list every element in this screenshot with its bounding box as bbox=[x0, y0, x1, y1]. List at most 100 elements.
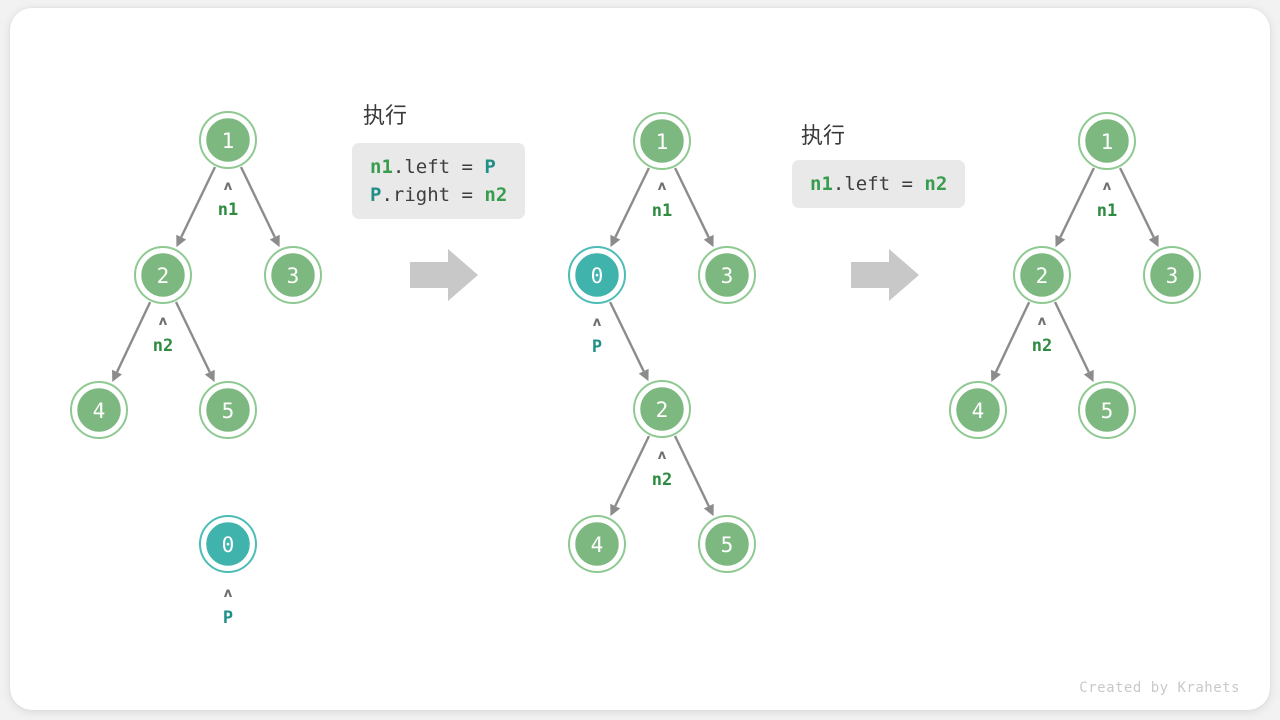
step-2-heading: 执行 bbox=[363, 104, 408, 129]
pointer-label: n2 bbox=[1032, 336, 1052, 356]
pointer-caret: ʌ bbox=[658, 179, 667, 194]
tree-node-ring bbox=[1143, 246, 1201, 304]
pointer-caret: ʌ bbox=[224, 586, 233, 601]
tree-edge bbox=[673, 435, 710, 507]
tree-node-value: 5 bbox=[222, 399, 235, 423]
tree-node-value: 1 bbox=[656, 130, 669, 154]
pointer-label: n2 bbox=[652, 470, 672, 490]
pointer-label: P bbox=[592, 337, 602, 357]
tree-edge-arrowhead bbox=[610, 503, 621, 517]
tree-edge-arrowhead bbox=[204, 369, 215, 383]
tree-node-ring bbox=[1078, 112, 1136, 170]
tree-edge-arrowhead bbox=[703, 234, 714, 248]
tree-node-value: 4 bbox=[591, 533, 604, 557]
tree-edge bbox=[115, 301, 152, 373]
tree-node-circle[interactable] bbox=[637, 384, 687, 434]
tree-node-value: 0 bbox=[222, 533, 235, 557]
code-token: .right = bbox=[381, 184, 485, 206]
tree-node-circle[interactable] bbox=[1082, 385, 1132, 435]
tree-node-value: 1 bbox=[222, 129, 235, 153]
tree-node-circle[interactable] bbox=[1082, 116, 1132, 166]
pointer-caret: ʌ bbox=[1038, 314, 1047, 329]
pointer-caret: ʌ bbox=[1103, 179, 1112, 194]
tree-node-circle[interactable] bbox=[74, 385, 124, 435]
tree-node-value: 0 bbox=[591, 264, 604, 288]
pointer-caret: ʌ bbox=[224, 179, 233, 194]
tree-node-value: 2 bbox=[656, 398, 669, 422]
tree-node-circle[interactable] bbox=[637, 116, 687, 166]
code-line: n1.left = n2 bbox=[810, 170, 947, 198]
tree-edge bbox=[614, 167, 650, 238]
arrow-2-icon bbox=[851, 249, 919, 301]
tree-edge bbox=[994, 301, 1031, 373]
tree-node-ring bbox=[568, 246, 626, 304]
tree-node-circle[interactable] bbox=[953, 385, 1003, 435]
code-token: n2 bbox=[924, 173, 948, 195]
tree-node-ring bbox=[568, 515, 626, 573]
tree-edge-arrowhead bbox=[991, 369, 1001, 382]
tree-edge-arrowhead bbox=[610, 234, 621, 248]
tree-node-circle[interactable] bbox=[203, 519, 253, 569]
tree-edge bbox=[180, 166, 217, 238]
pointer-label: P bbox=[223, 608, 233, 628]
tree-node-ring bbox=[949, 381, 1007, 439]
tree-edge-arrowhead bbox=[638, 368, 649, 382]
tree-node-circle[interactable] bbox=[572, 519, 622, 569]
code-token: n1 bbox=[370, 156, 393, 178]
tree-edge bbox=[1059, 167, 1095, 238]
tree-node-ring bbox=[70, 381, 128, 439]
tree-node-value: 3 bbox=[721, 264, 734, 288]
code-token: n1 bbox=[810, 173, 833, 195]
tree-node-ring bbox=[199, 111, 257, 169]
pointer-label: n2 bbox=[153, 336, 173, 356]
step-3-heading: 执行 bbox=[801, 124, 846, 149]
tree-edge-arrowhead bbox=[176, 234, 187, 248]
tree-node-circle[interactable] bbox=[268, 250, 318, 300]
tree-edge bbox=[1053, 301, 1090, 373]
tree-node-ring bbox=[698, 515, 756, 573]
arrow-1-icon bbox=[410, 249, 478, 301]
tree-node-circle[interactable] bbox=[203, 385, 253, 435]
code-line: n1.left = P bbox=[370, 153, 507, 181]
tree-node-value: 1 bbox=[1101, 130, 1114, 154]
tree-edge bbox=[614, 435, 651, 507]
tree-edge-arrowhead bbox=[1055, 234, 1066, 248]
pointer-caret: ʌ bbox=[159, 314, 168, 329]
tree-node-ring bbox=[633, 112, 691, 170]
tree-node-circle[interactable] bbox=[1017, 250, 1067, 300]
tree-node-value: 5 bbox=[1101, 399, 1114, 423]
tree-edge bbox=[609, 301, 645, 372]
tree-edge bbox=[174, 301, 211, 373]
tree-node-circle[interactable] bbox=[702, 519, 752, 569]
code-token: P bbox=[370, 184, 382, 206]
tree-node-ring bbox=[698, 246, 756, 304]
tree-node-circle[interactable] bbox=[138, 250, 188, 300]
pointer-label: n1 bbox=[652, 201, 672, 221]
tree-node-circle[interactable] bbox=[203, 115, 253, 165]
tree-node-value: 3 bbox=[1166, 264, 1179, 288]
tree-node-value: 5 bbox=[721, 533, 734, 557]
tree-node-ring bbox=[134, 246, 192, 304]
tree-node-circle[interactable] bbox=[702, 250, 752, 300]
code-token: n2 bbox=[484, 184, 508, 206]
tree-node-ring bbox=[1078, 381, 1136, 439]
pointer-caret: ʌ bbox=[658, 448, 667, 463]
code-token: .left = bbox=[832, 173, 925, 195]
tree-node-ring bbox=[199, 381, 257, 439]
tree-node-value: 2 bbox=[157, 264, 170, 288]
pointer-label: n1 bbox=[218, 200, 238, 220]
tree-edge-arrowhead bbox=[1148, 234, 1159, 248]
tree-edge-arrowhead bbox=[269, 234, 280, 248]
tree-edge bbox=[1119, 167, 1155, 238]
credit-text: Created by Krahets bbox=[1079, 680, 1240, 696]
tree-node-circle[interactable] bbox=[572, 250, 622, 300]
tree-node-ring bbox=[199, 515, 257, 573]
tree-node-circle[interactable] bbox=[1147, 250, 1197, 300]
tree-node-value: 3 bbox=[287, 264, 300, 288]
tree-edge-arrowhead bbox=[703, 503, 714, 517]
